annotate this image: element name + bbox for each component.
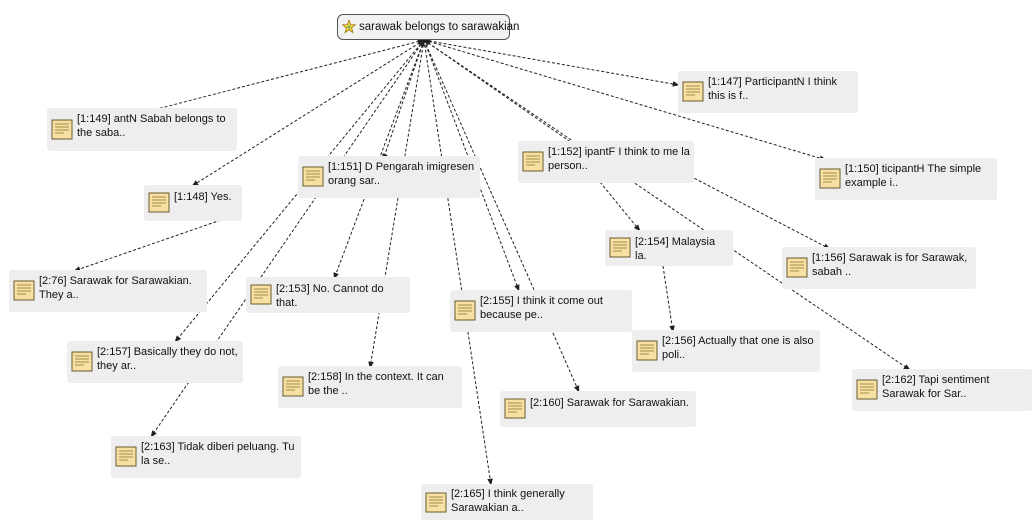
document-icon <box>51 119 73 140</box>
quote-node-2-162[interactable]: [2:162] Tapi sentiment Sarawak for Sar.. <box>852 369 1032 411</box>
document-icon <box>819 168 841 189</box>
node-label: [1:156] Sarawak is for Sarawak, sabah .. <box>812 252 968 278</box>
node-label: [2:160] Sarawak for Sarawakian. <box>530 397 689 409</box>
quote-node-1-148[interactable]: [1:148] Yes. <box>144 185 242 221</box>
quote-node-2-156[interactable]: [2:156] Actually that one is also poli.. <box>632 330 820 372</box>
edge-n152-n2154 <box>599 181 641 232</box>
document-icon <box>856 379 878 400</box>
node-label: [1:150] ticipantH The simple example i.. <box>845 163 982 189</box>
node-label: [1:147] ParticipantN I think this is f.. <box>708 76 838 102</box>
document-icon <box>148 192 170 213</box>
edge-root-n147 <box>423 38 680 87</box>
node-label: [2:154] Malaysia la. <box>635 236 716 262</box>
edge-root-n2162 <box>423 39 911 371</box>
quote-node-1-150[interactable]: [1:150] ticipantH The simple example i.. <box>815 158 997 200</box>
quote-node-1-152[interactable]: [1:152] ipantF I think to me la person.. <box>518 141 694 183</box>
quote-node-2-165[interactable]: [2:165] I think generally Sarawakian a.. <box>421 484 593 520</box>
edge-n148-n276 <box>73 219 222 272</box>
quote-node-1-149[interactable]: [1:149] antN Sabah belongs to the saba.. <box>47 108 237 151</box>
document-icon <box>504 398 526 419</box>
document-icon <box>71 351 93 372</box>
quote-node-2-160[interactable]: [2:160] Sarawak for Sarawakian. <box>500 391 696 427</box>
quote-node-2-154[interactable]: [2:154] Malaysia la. <box>605 230 733 266</box>
quote-node-1-147[interactable]: [1:147] ParticipantN I think this is f.. <box>678 71 858 113</box>
quote-node-2-158[interactable]: [2:158] In the context. It can be the .. <box>278 366 462 408</box>
document-icon <box>454 300 476 321</box>
document-icon <box>522 151 544 172</box>
node-label: [2:76] Sarawak for Sarawakian. They a.. <box>39 275 192 301</box>
quote-node-1-151[interactable]: [1:151] D Pengarah imigresen orang sar.. <box>298 156 480 198</box>
quote-node-2-76[interactable]: [2:76] Sarawak for Sarawakian. They a.. <box>9 270 207 312</box>
node-label: [2:155] I think it come out because pe.. <box>480 295 603 321</box>
edge-root-n2160 <box>423 39 580 393</box>
quote-node-2-163[interactable]: [2:163] Tidak diberi peluang. Tu la se.. <box>111 436 301 478</box>
quote-node-2-157[interactable]: [2:157] Basically they do not, they ar.. <box>67 341 243 383</box>
root-node-label: sarawak belongs to sarawakian <box>359 21 520 33</box>
edge-n2154-n2156 <box>662 265 675 333</box>
node-label: [1:152] ipantF I think to me la person.. <box>548 146 690 172</box>
edge-root-n151 <box>382 39 425 161</box>
document-icon <box>302 166 324 187</box>
document-icon <box>682 81 704 102</box>
node-label: [1:148] Yes. <box>174 191 232 203</box>
code-family-icon <box>342 20 356 34</box>
node-label: [2:153] No. Cannot do that. <box>276 283 384 309</box>
edge-root-n152 <box>423 39 583 151</box>
node-label: [1:149] antN Sabah belongs to the saba.. <box>77 113 226 139</box>
node-label: [2:162] Tapi sentiment Sarawak for Sar.. <box>882 374 990 400</box>
edge-n152-n1156 <box>689 175 831 250</box>
document-icon <box>425 492 447 513</box>
document-icon <box>13 280 35 301</box>
quote-node-2-153[interactable]: [2:153] No. Cannot do that. <box>246 277 410 313</box>
document-icon <box>282 376 304 397</box>
document-icon <box>636 340 658 361</box>
node-label: [2:163] Tidak diberi peluang. Tu la se.. <box>141 441 295 467</box>
node-label: [2:158] In the context. It can be the .. <box>308 371 444 397</box>
node-label: [2:156] Actually that one is also poli.. <box>662 335 814 361</box>
quote-node-1-156[interactable]: [1:156] Sarawak is for Sarawak, sabah .. <box>782 247 976 289</box>
node-label: [1:151] D Pengarah imigresen orang sar.. <box>328 161 475 187</box>
root-node[interactable]: sarawak belongs to sarawakian <box>337 14 519 40</box>
document-icon <box>115 446 137 467</box>
document-icon <box>609 237 631 258</box>
document-icon <box>250 284 272 305</box>
edge-root-n2165 <box>423 39 493 486</box>
quote-node-2-155[interactable]: [2:155] I think it come out because pe.. <box>450 290 632 332</box>
edge-root-n2158 <box>368 39 425 369</box>
node-label: [2:157] Basically they do not, they ar.. <box>97 346 238 372</box>
document-icon <box>786 257 808 278</box>
node-label: [2:165] I think generally Sarawakian a.. <box>451 488 565 514</box>
